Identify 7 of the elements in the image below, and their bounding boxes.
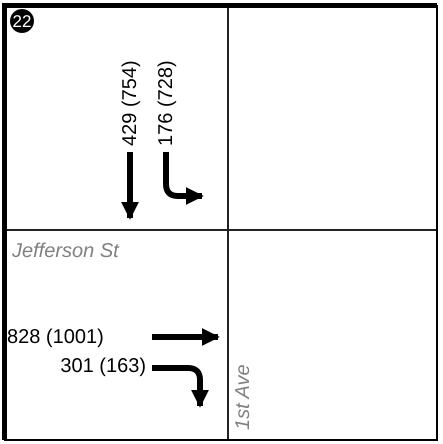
street-name: 1st Ave: [232, 364, 254, 430]
traffic-volume: 828 (1001): [7, 326, 104, 348]
number-badge: 22: [10, 9, 34, 33]
street-name: Jefferson St: [12, 240, 119, 262]
traffic-volume: 301 (163): [60, 355, 146, 377]
traffic-volume: 176 (728): [155, 60, 177, 146]
traffic-volume: 429 (754): [119, 60, 141, 146]
